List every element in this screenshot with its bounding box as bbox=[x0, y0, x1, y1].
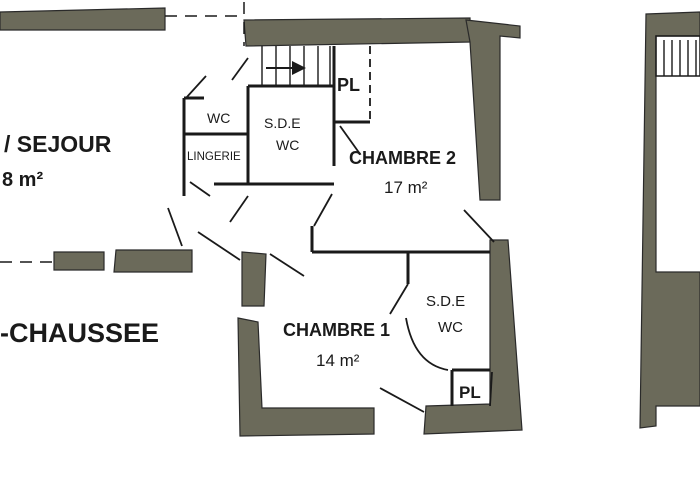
wall-chambre1-left-lower bbox=[237, 317, 375, 437]
chambre1-name: CHAMBRE 1 bbox=[283, 320, 390, 340]
wc-label: WC bbox=[207, 110, 230, 126]
right-building-staircase bbox=[655, 35, 700, 77]
sde-right-wc: WC bbox=[438, 319, 463, 336]
door-chambre1-bottom bbox=[379, 387, 425, 413]
wall-chambre1-bottom-right bbox=[423, 239, 523, 435]
door-chambre2 bbox=[313, 193, 333, 227]
door-chambre2-right bbox=[463, 209, 495, 243]
wall-sejour-bottom-a bbox=[53, 251, 105, 271]
lingerie-label: LINGERIE bbox=[187, 151, 241, 163]
staircase bbox=[261, 46, 331, 86]
wall-top-center bbox=[243, 17, 471, 47]
chambre1-area: 14 m² bbox=[316, 351, 360, 370]
doors bbox=[167, 57, 495, 413]
door-sde-right-arc bbox=[405, 317, 449, 371]
door-wc bbox=[185, 75, 207, 99]
chambre2-area: 17 m² bbox=[384, 178, 428, 197]
level-label: -CHAUSSEE bbox=[0, 318, 159, 348]
door-sde-right-top bbox=[389, 283, 409, 315]
door-right-edge bbox=[489, 371, 493, 407]
sde-top-name: S.D.E bbox=[264, 115, 301, 131]
wall-chambre1-left bbox=[241, 251, 267, 307]
door-sde-top bbox=[339, 125, 361, 155]
wall-right-building bbox=[639, 11, 700, 429]
sde-top-wc: WC bbox=[276, 137, 299, 153]
pl-top-label: PL bbox=[337, 75, 360, 95]
chambre2-name: CHAMBRE 2 bbox=[349, 148, 456, 168]
door-chambre1 bbox=[269, 253, 305, 277]
door-sejour-a bbox=[167, 207, 183, 247]
partitions bbox=[0, 2, 490, 406]
room-labels: / SEJOUR 8 m² WC LINGERIE S.D.E WC PL CH… bbox=[0, 75, 481, 402]
door-hall bbox=[229, 195, 249, 223]
door-lingerie bbox=[189, 181, 211, 197]
walls bbox=[0, 7, 700, 437]
wall-top-right bbox=[465, 19, 521, 201]
wall-sejour-bottom-b bbox=[113, 249, 193, 273]
door-stair-top bbox=[231, 57, 249, 81]
arrow-right-icon bbox=[266, 61, 306, 75]
door-sejour-b bbox=[197, 231, 241, 261]
sde-right-name: S.D.E bbox=[426, 293, 465, 310]
pl-bottom-label: PL bbox=[459, 383, 481, 402]
sejour-name: / SEJOUR bbox=[4, 131, 112, 157]
wall-top-left bbox=[0, 7, 166, 31]
sejour-area: 8 m² bbox=[2, 169, 43, 191]
